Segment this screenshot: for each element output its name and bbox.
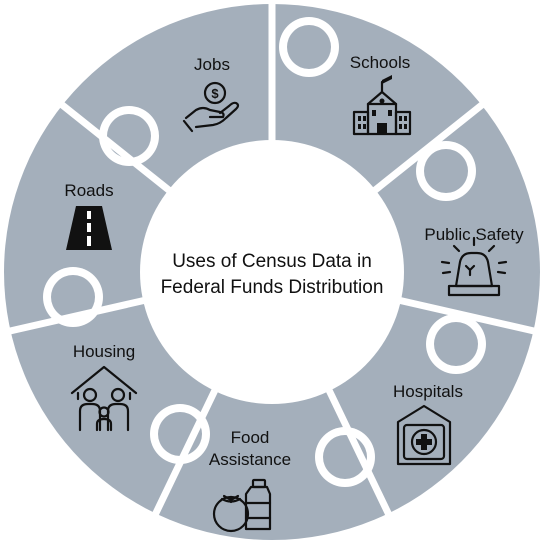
segment-food-assistance: Food Assistance [209,428,291,533]
road-icon [66,206,112,250]
family-house-icon [70,365,138,432]
segment-label-jobs: Jobs [194,55,230,74]
center-title-line2: Federal Funds Distribution [161,277,384,298]
segment-label-food-line1: Food [231,428,270,447]
segment-label-schools: Schools [350,53,410,72]
siren-light-icon [440,236,508,297]
segment-schools: Schools [350,53,412,136]
segment-jobs: Jobs $ [182,55,240,133]
segment-label-housing: Housing [73,342,135,361]
hand-coin-icon: $ [182,81,240,133]
segment-public-safety: Public Safety [424,225,524,297]
center-title-line1: Uses of Census Data in [172,251,372,272]
center-circle [140,140,404,404]
hospital-icon [396,404,452,466]
segment-housing: Housing [70,342,138,432]
segment-label-food-line2: Assistance [209,450,291,469]
segment-label-hospitals: Hospitals [393,382,463,401]
segment-hospitals: Hospitals [393,382,463,466]
food-tomato-bottle-icon [212,478,272,533]
segment-roads: Roads [64,181,114,250]
school-building-icon [352,75,412,136]
segment-label-public-safety: Public Safety [424,225,524,244]
segment-label-roads: Roads [64,181,113,200]
segment-dividers [9,2,535,517]
svg-text:$: $ [211,86,219,101]
